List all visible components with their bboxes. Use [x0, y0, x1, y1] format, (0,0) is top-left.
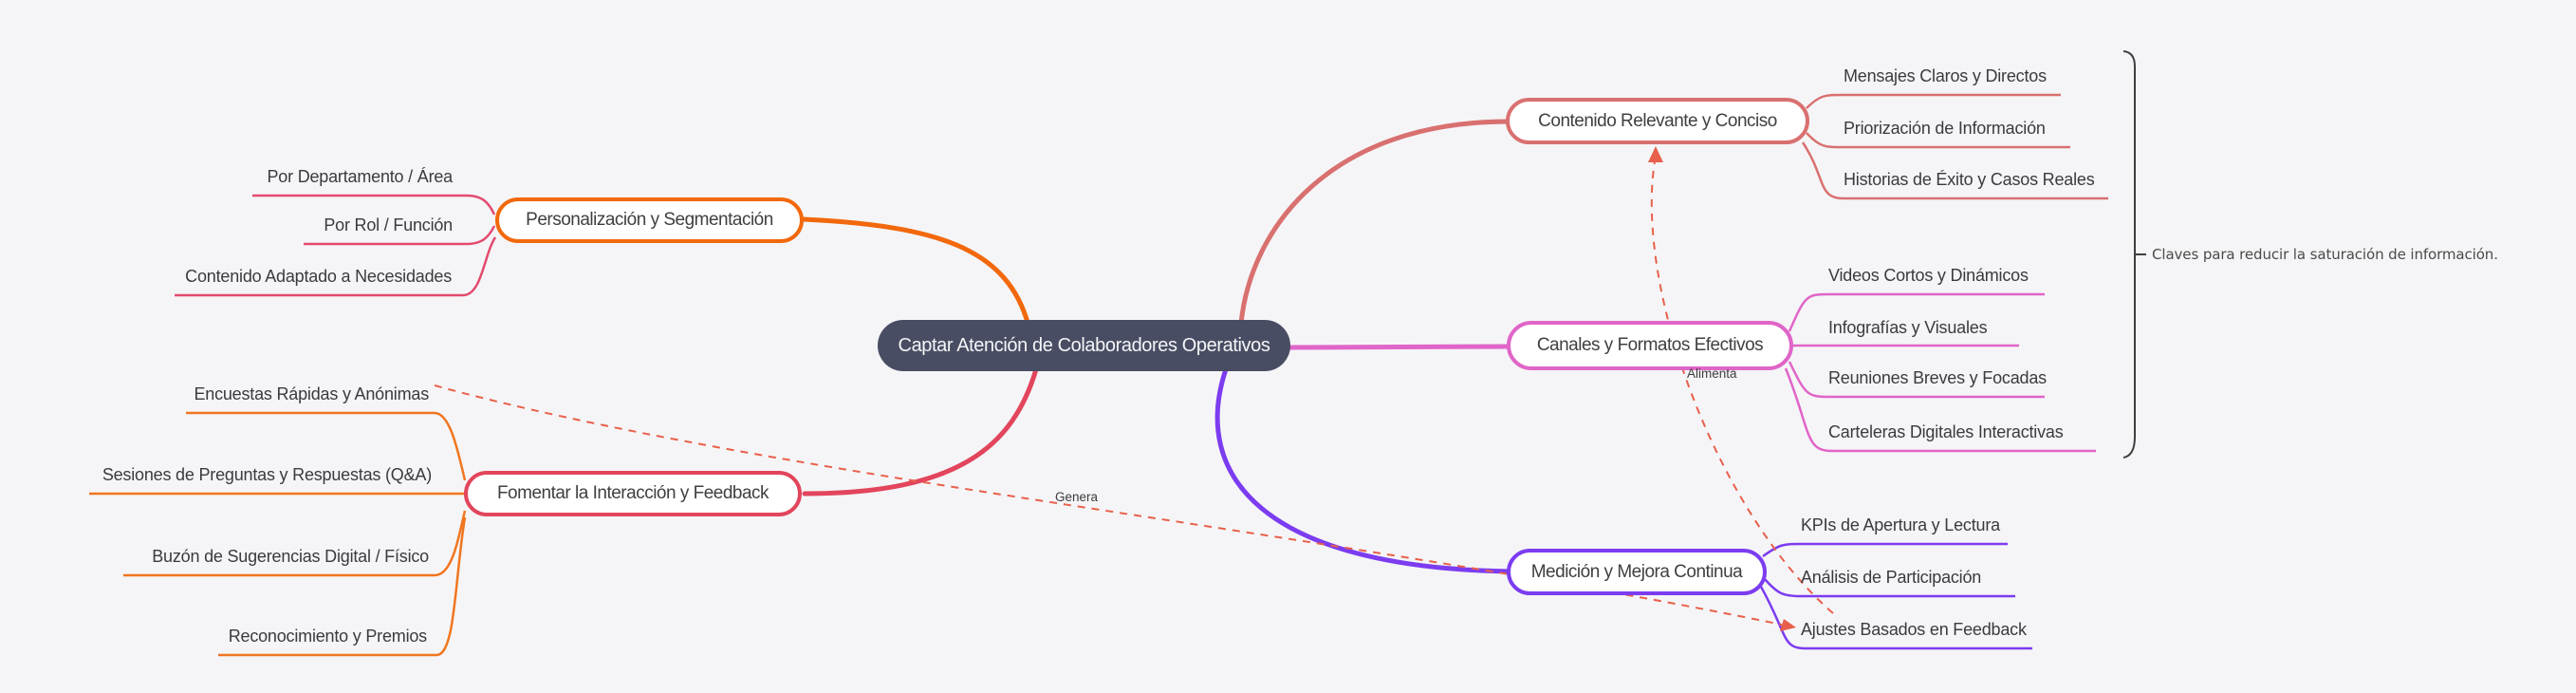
child-topic[interactable]: Priorización de Información	[1844, 119, 2046, 138]
branch-label: Personalización y Segmentación	[526, 210, 773, 230]
child-topic[interactable]: Buzón de Sugerencias Digital / Físico	[152, 547, 429, 566]
summary-label[interactable]: Claves para reducir la saturación de inf…	[2152, 246, 2498, 263]
child-topic[interactable]: KPIs de Apertura y Lectura	[1801, 515, 2000, 534]
child-topic[interactable]: Sesiones de Preguntas y Respuestas (Q&A)	[102, 465, 432, 484]
branch-node-canales[interactable]: Canales y Formatos Efectivos	[1507, 321, 1793, 370]
child-topic[interactable]: Reconocimiento y Premios	[228, 627, 427, 646]
branch-label: Contenido Relevante y Conciso	[1538, 110, 1777, 131]
connector-central-fomentar	[802, 366, 1039, 496]
relationship-label-alimenta[interactable]: Alimenta	[1687, 366, 1737, 381]
child-topic[interactable]: Videos Cortos y Dinámicos	[1828, 266, 2029, 285]
child-topic[interactable]: Mensajes Claros y Directos	[1844, 66, 2047, 85]
branch-label: Medición y Mejora Continua	[1530, 561, 1743, 582]
branch-node-contenido[interactable]: Contenido Relevante y Conciso	[1506, 98, 1809, 144]
central-topic[interactable]: Captar Atención de Colaboradores Operati…	[878, 320, 1290, 371]
connector-central-canales	[1286, 344, 1513, 350]
connector-central-personalizacion	[801, 216, 1031, 328]
connector-central-contenido	[1238, 119, 1511, 327]
branch-node-fomentar[interactable]: Fomentar la Interacción y Feedback	[464, 471, 802, 516]
central-topic-label: Captar Atención de Colaboradores Operati…	[898, 334, 1270, 356]
relationship-label-genera[interactable]: Genera	[1055, 490, 1099, 504]
child-topic[interactable]: Encuestas Rápidas y Anónimas	[194, 384, 429, 403]
child-topic[interactable]: Historias de Éxito y Casos Reales	[1844, 170, 2095, 189]
child-topic[interactable]: Análisis de Participación	[1801, 568, 1982, 587]
child-topic[interactable]: Reuniones Breves y Focadas	[1828, 368, 2047, 387]
child-topic[interactable]: Por Departamento / Área	[267, 167, 453, 186]
alimenta-arrowhead-icon	[1648, 146, 1663, 162]
connectors-fomentar-children	[89, 411, 467, 657]
branch-node-medicion[interactable]: Medición y Mejora Continua	[1507, 549, 1767, 595]
connector-central-medicion	[1214, 366, 1513, 574]
branch-node-personalizacion[interactable]: Personalización y Segmentación	[495, 197, 804, 243]
genera-arrowhead-icon	[1780, 619, 1796, 631]
child-topic[interactable]: Por Rol / Función	[324, 215, 453, 234]
branch-label: Canales y Formatos Efectivos	[1536, 335, 1764, 355]
child-topic[interactable]: Contenido Adaptado a Necesidades	[185, 267, 452, 286]
branch-label: Fomentar la Interacción y Feedback	[496, 483, 769, 503]
child-topic[interactable]: Ajustes Basados en Feedback	[1801, 620, 2027, 639]
relationship-line-alimenta[interactable]	[1650, 155, 1834, 614]
child-topic[interactable]: Infografías y Visuales	[1828, 318, 1988, 337]
summary-bracket[interactable]	[2122, 50, 2146, 459]
child-topic[interactable]: Carteleras Digitales Interactivas	[1828, 422, 2064, 441]
